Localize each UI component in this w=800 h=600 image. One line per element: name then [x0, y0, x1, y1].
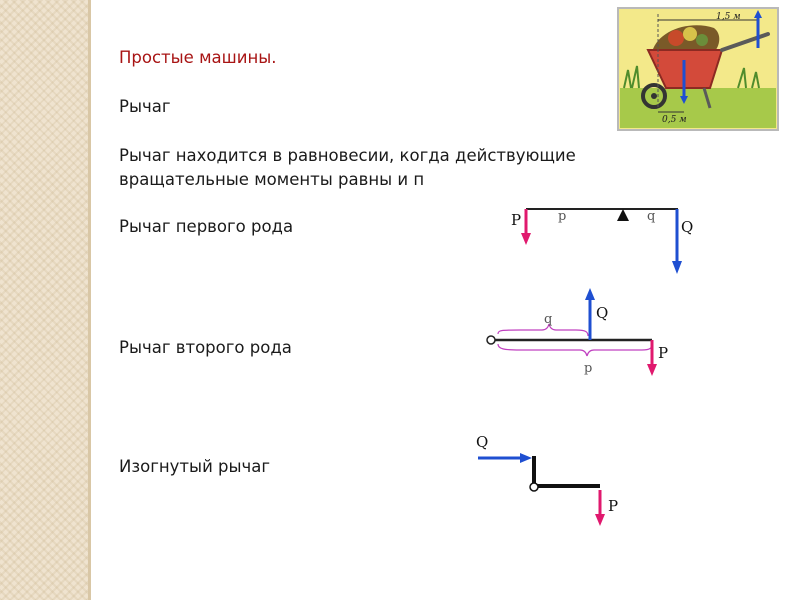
wheelbarrow-illustration: 1,5 м 0,5 м	[617, 7, 779, 131]
lever1-force-right-label: Q	[681, 218, 693, 236]
lever3-force-horizontal-label: Q	[476, 433, 488, 451]
slide-subtitle: Рычаг	[119, 97, 171, 116]
lever1-caption: Рычаг первого рода	[119, 217, 294, 236]
side-strip-border	[88, 0, 91, 600]
lever3-force-p-arrow	[595, 514, 605, 526]
definition-line-1: Рычаг находится в равновесии, когда дейс…	[119, 146, 576, 165]
lever2-arm-long-label: p	[584, 361, 592, 376]
lever1-arm-left-label: p	[558, 209, 566, 224]
lever1-force-left-label: P	[511, 211, 521, 229]
lever3-force-q-arrow	[520, 453, 532, 463]
lever2-brace-p	[497, 343, 653, 357]
lever2-force-down-label: P	[658, 344, 668, 362]
slide-title: Простые машины.	[119, 48, 277, 67]
lever3-pivot	[529, 482, 539, 492]
wheelbarrow-dim-long: 1,5 м	[716, 12, 741, 22]
lever1-fulcrum	[617, 209, 629, 221]
lever2-force-p-arrow	[647, 364, 657, 376]
lever1-force-q-arrow	[672, 261, 682, 274]
lever2-brace-q	[497, 323, 589, 337]
lever2-pivot	[486, 335, 496, 345]
lever1-force-p-arrow	[521, 233, 531, 245]
wheelbarrow-dim-short: 0,5 м	[662, 115, 687, 125]
definition-line-2: вращательные моменты равны и п	[119, 170, 425, 189]
lever3-caption: Изогнутый рычаг	[119, 457, 271, 476]
lever2-force-up-label: Q	[596, 304, 608, 322]
lever2-diagram: q p Q P	[486, 288, 668, 376]
decorative-side-strip	[0, 0, 88, 600]
lever2-force-q-arrow	[585, 288, 595, 300]
lever3-force-down-label: P	[608, 497, 618, 515]
lever3-diagram: Q P	[476, 433, 618, 526]
lever1-diagram: P p q Q	[511, 208, 693, 274]
lever2-arm-short-label: q	[544, 312, 552, 327]
lever1-arm-right-label: q	[647, 209, 655, 224]
lever2-caption: Рычаг второго рода	[119, 338, 292, 357]
